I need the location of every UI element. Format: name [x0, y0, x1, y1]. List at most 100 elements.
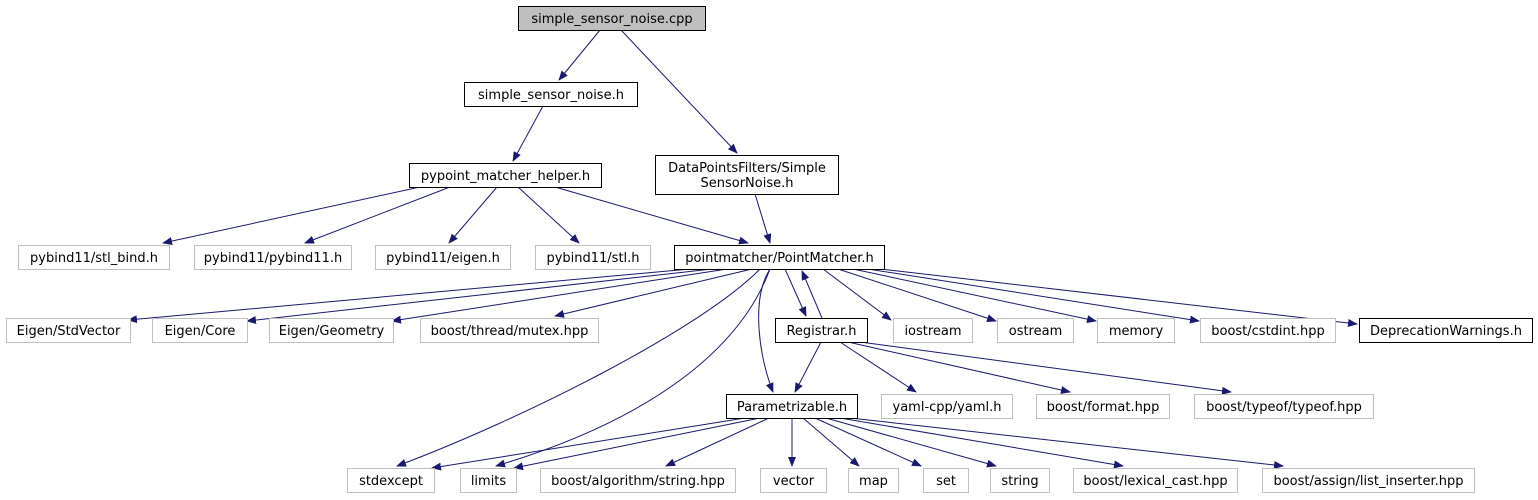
node-box — [464, 82, 638, 107]
node-map: map — [848, 468, 899, 493]
edge-pointmatcher-pointmatcher-h-to-deprecationwarnings-h — [879, 268, 1358, 327]
node-box — [518, 6, 706, 31]
node-box — [420, 318, 599, 343]
edge-registrar-h-to-yaml-cpp-yaml-h — [839, 341, 917, 393]
edge-parametrizable-h-to-limits — [513, 417, 761, 471]
node-ostream: ostream — [997, 318, 1074, 343]
node-deprecationwarnings-h[interactable]: DeprecationWarnings.h — [1359, 318, 1533, 343]
node-box — [655, 155, 839, 195]
edge-simple-sensor-noise-h-to-pypoint-matcher-helper-h — [512, 105, 544, 162]
node-registrar-h[interactable]: Registrar.h — [775, 318, 868, 343]
edge-registrar-h-to-boost-typeof-typeof-hpp — [859, 341, 1232, 395]
edge-datapointsfilters-simple-sensornoise-h-to-pointmatcher-pointmatcher-h — [754, 193, 772, 244]
edge-pointmatcher-pointmatcher-h-to-registrar-h — [784, 268, 807, 317]
node-boost-assign-list-inserter-hpp: boost/assign/list_inserter.hpp — [1262, 468, 1475, 493]
node-eigen-core: Eigen/Core — [152, 318, 248, 343]
node-label: simple_sensor_noise.cpp — [531, 12, 692, 27]
node-pybind11-stl-h: pybind11/stl.h — [535, 245, 651, 270]
edge-pointmatcher-pointmatcher-h-to-eigen-geometry — [391, 268, 728, 324]
node-label: iostream — [904, 324, 961, 339]
node-vector: vector — [760, 468, 827, 493]
nodes-layer: simple_sensor_noise.cpp simple_sensor_noi… — [6, 6, 1533, 493]
node-box — [194, 245, 352, 270]
node-box — [893, 318, 973, 343]
node-pybind11-stl-bind-h: pybind11/stl_bind.h — [18, 245, 170, 270]
node-box — [775, 318, 868, 343]
node-iostream: iostream — [893, 318, 973, 343]
edge-registrar-h-to-boost-format-hpp — [847, 341, 1071, 394]
node-label: ostream — [1009, 324, 1063, 339]
edge-pointmatcher-pointmatcher-h-to-limits — [495, 268, 771, 468]
edge-parametrizable-h-to-set — [814, 417, 922, 467]
node-simple-sensor-noise-cpp[interactable]: simple_sensor_noise.cpp — [518, 6, 706, 31]
node-label: Eigen/StdVector — [17, 324, 121, 339]
node-box — [1097, 318, 1175, 343]
edge-pointmatcher-pointmatcher-h-to-eigen-stdvector — [127, 268, 691, 324]
node-box — [6, 318, 131, 343]
edge-pointmatcher-pointmatcher-h-to-boost-cstdint-hpp — [867, 268, 1200, 324]
node-box — [760, 468, 827, 493]
node-label: yaml-cpp/yaml.h — [893, 400, 1002, 415]
node-box — [674, 245, 885, 270]
node-label: stdexcept — [359, 474, 423, 489]
node-label: map — [859, 474, 888, 489]
node-box — [375, 245, 511, 270]
edge-pypoint-matcher-helper-h-to-pybind11-pybind11-h — [304, 186, 451, 244]
node-box — [540, 468, 736, 493]
node-box — [1036, 394, 1170, 419]
edge-simple-sensor-noise-cpp-to-simple-sensor-noise-h — [558, 29, 601, 81]
node-label: pybind11/stl_bind.h — [30, 251, 158, 266]
node-boost-format-hpp: boost/format.hpp — [1036, 394, 1170, 419]
node-box — [881, 394, 1013, 419]
edge-parametrizable-h-to-boost-assign-list-inserter-hpp — [849, 417, 1284, 469]
node-label: limits — [471, 474, 507, 489]
node-label: pointmatcher/PointMatcher.h — [685, 251, 873, 266]
node-box — [1262, 468, 1475, 493]
node-label: boost/thread/mutex.hpp — [431, 324, 589, 339]
node-label: pybind11/eigen.h — [386, 251, 500, 266]
node-pointmatcher-pointmatcher-h[interactable]: pointmatcher/PointMatcher.h — [674, 245, 885, 270]
node-boost-cstdint-hpp: boost/cstdint.hpp — [1200, 318, 1336, 343]
node-label: pybind11/stl.h — [546, 251, 639, 266]
node-label: pybind11/pybind11.h — [204, 251, 342, 266]
node-label: pypoint_matcher_helper.h — [421, 169, 590, 184]
edge-parametrizable-h-to-boost-lexical-cast-hpp — [839, 417, 1124, 469]
edge-pypoint-matcher-helper-h-to-pybind11-stl-bind-h — [162, 186, 421, 245]
node-box — [18, 245, 170, 270]
edge-pointmatcher-pointmatcher-h-to-boost-thread-mutex-hpp — [554, 268, 753, 318]
edge-pointmatcher-pointmatcher-h-to-parametrizable-h — [758, 268, 774, 393]
node-box — [1073, 468, 1238, 493]
node-simple-sensor-noise-h[interactable]: simple_sensor_noise.h — [464, 82, 638, 107]
node-eigen-stdvector: Eigen/StdVector — [6, 318, 131, 343]
edge-pointmatcher-pointmatcher-h-to-iostream — [822, 268, 892, 321]
node-box — [409, 163, 602, 188]
node-label: string — [1001, 474, 1038, 489]
node-boost-lexical-cast-hpp: boost/lexical_cast.hpp — [1073, 468, 1238, 493]
node-box — [1200, 318, 1336, 343]
node-pybind11-eigen-h: pybind11/eigen.h — [375, 245, 511, 270]
node-boost-algorithm-string-hpp: boost/algorithm/string.hpp — [540, 468, 736, 493]
node-yaml-cpp-yaml-h: yaml-cpp/yaml.h — [881, 394, 1013, 419]
node-box — [997, 318, 1074, 343]
node-label: boost/lexical_cast.hpp — [1083, 474, 1227, 489]
edge-parametrizable-h-to-boost-algorithm-string-hpp — [665, 417, 770, 467]
node-pypoint-matcher-helper-h[interactable]: pypoint_matcher_helper.h — [409, 163, 602, 188]
node-boost-typeof-typeof-hpp: boost/typeof/typeof.hpp — [1194, 394, 1374, 419]
node-label: set — [936, 474, 956, 489]
edge-pypoint-matcher-helper-h-to-pybind11-eigen-h — [448, 186, 498, 244]
edge-registrar-h-to-parametrizable-h — [794, 341, 822, 393]
node-label: boost/assign/list_inserter.hpp — [1273, 474, 1463, 489]
node-label: boost/cstdint.hpp — [1211, 324, 1325, 339]
node-memory: memory — [1097, 318, 1175, 343]
node-label: DeprecationWarnings.h — [1370, 324, 1522, 339]
edge-pypoint-matcher-helper-h-to-pointmatcher-pointmatcher-h — [554, 186, 749, 245]
edge-registrar-h-to-pointmatcher-pointmatcher-h — [801, 270, 823, 319]
node-label-line: SensorNoise.h — [701, 176, 794, 191]
node-box — [347, 468, 435, 493]
node-label: boost/format.hpp — [1047, 400, 1160, 415]
edge-simple-sensor-noise-cpp-to-datapointsfilters-simple-sensornoise-h — [620, 29, 738, 154]
node-parametrizable-h[interactable]: Parametrizable.h — [726, 394, 858, 419]
